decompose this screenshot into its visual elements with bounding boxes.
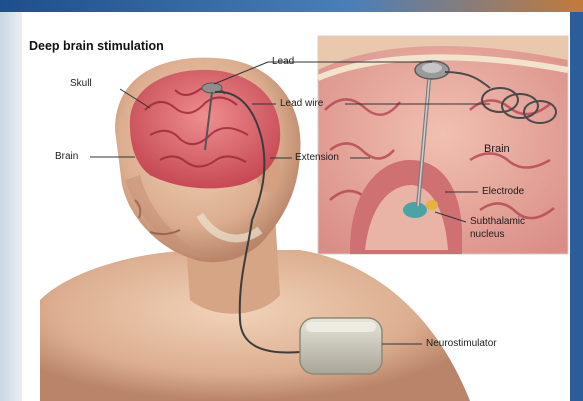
left-edge (0, 0, 22, 401)
subthalamic-nucleus-shape (403, 202, 427, 218)
label-brain-left: Brain (55, 151, 78, 163)
label-brain-inset: Brain (484, 143, 510, 155)
label-extension: Extension (295, 152, 339, 164)
diagram-title: Deep brain stimulation (29, 39, 164, 53)
top-edge (0, 0, 583, 12)
label-neurostimulator: Neurostimulator (426, 338, 497, 350)
label-lead-wire: Lead wire (280, 98, 323, 110)
label-nucleus: nucleus (470, 229, 504, 241)
label-electrode: Electrode (482, 186, 524, 198)
label-skull: Skull (70, 78, 92, 90)
label-subthalamic: Subthalamic (470, 216, 525, 228)
illustration-panel: Deep brain stimulation Skull Brain Lead … (22, 12, 570, 401)
label-lead: Lead (272, 56, 294, 68)
